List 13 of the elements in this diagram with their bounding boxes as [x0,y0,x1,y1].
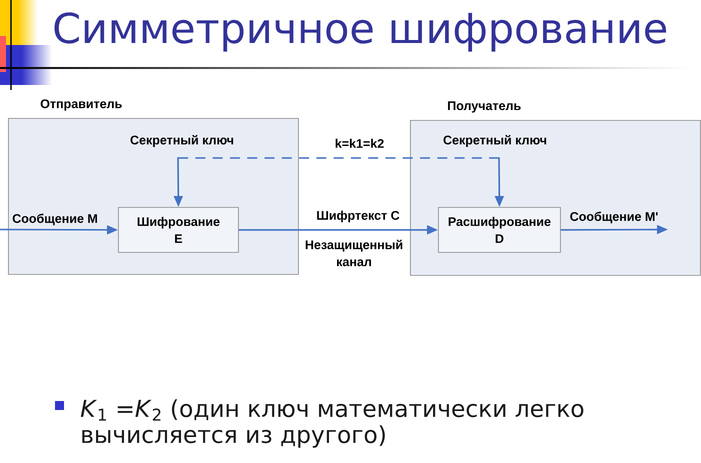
text-label: Секретный ключ [444,135,546,147]
title: Симметричное шифрование [54,12,666,52]
process-box: Расшифрование D [438,207,561,253]
edge-label: Сообщение M' [570,212,658,224]
node-label: Отправитель [40,99,122,111]
edge-label: k=k1=k2 [336,138,384,148]
edge-label: Сообщение M [12,214,97,226]
bullet-text: K$_{1}$ =K$_{2}$ (один ключ математически легко вычисляется из другого) [80,399,584,448]
process-box: Шифрование E [118,207,239,253]
text-label: Секретный ключ [130,135,234,147]
edge-label: Шифртекст C [317,210,400,222]
text-label: Незащищенный канал [306,240,402,266]
node-label: Получатель [448,101,521,113]
